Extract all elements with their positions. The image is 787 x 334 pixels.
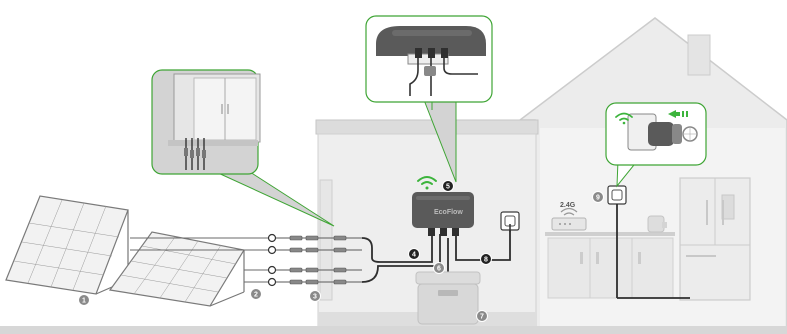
step-marker-label: 7 xyxy=(480,314,484,321)
device-brand: EcoFlow xyxy=(434,209,463,216)
wifi-icon-plug xyxy=(615,112,633,125)
step-marker-5: 5 xyxy=(442,180,454,192)
step-marker-7: 7 xyxy=(476,310,488,322)
callout-smart-plug xyxy=(605,102,707,188)
step-marker-4: 4 xyxy=(408,248,420,260)
callout-panel-wiring xyxy=(151,69,335,227)
step-marker-label: 2 xyxy=(254,292,258,299)
wifi-icon xyxy=(417,176,437,190)
step-marker-label: 4 xyxy=(412,252,416,259)
battery-icon xyxy=(415,271,481,325)
kettle-icon xyxy=(647,215,667,233)
solar-panel-icon xyxy=(5,195,245,307)
cable-rings xyxy=(267,233,277,287)
router-icon: 2.4G xyxy=(551,202,587,231)
microinverter-icon: EcoFlow xyxy=(412,192,474,236)
step-marker-1: 1 xyxy=(78,294,90,306)
house: 2.4G xyxy=(517,17,787,329)
kitchen-counter xyxy=(545,232,675,236)
step-marker-9: 9 xyxy=(592,191,604,203)
mc4-connectors xyxy=(276,235,362,285)
socket-icon xyxy=(500,211,520,232)
step-marker-2: 2 xyxy=(250,288,262,300)
arrow-right-icon xyxy=(668,110,688,118)
step-marker-label: 5 xyxy=(446,184,450,191)
step-marker-label: 6 xyxy=(437,266,441,273)
step-marker-label: 1 xyxy=(82,298,86,305)
step-markers: 1 2 3 4 5 6 7 8 9 xyxy=(78,180,604,322)
pv-input-cables xyxy=(361,234,441,283)
router-band-label: 2.4G xyxy=(560,202,576,209)
step-marker-label: 3 xyxy=(313,294,317,301)
step-marker-label: 8 xyxy=(484,257,488,264)
step-marker-3: 3 xyxy=(309,290,321,302)
step-marker-label: 9 xyxy=(596,195,600,202)
ground xyxy=(0,326,787,334)
smart-plug-icon xyxy=(648,122,698,146)
pv-cables xyxy=(130,237,268,283)
step-marker-8: 8 xyxy=(480,253,492,265)
step-marker-6: 6 xyxy=(433,262,445,274)
wall-socket-right xyxy=(607,185,627,205)
fridge-icon xyxy=(679,177,751,301)
callout-device-ports xyxy=(365,15,493,183)
